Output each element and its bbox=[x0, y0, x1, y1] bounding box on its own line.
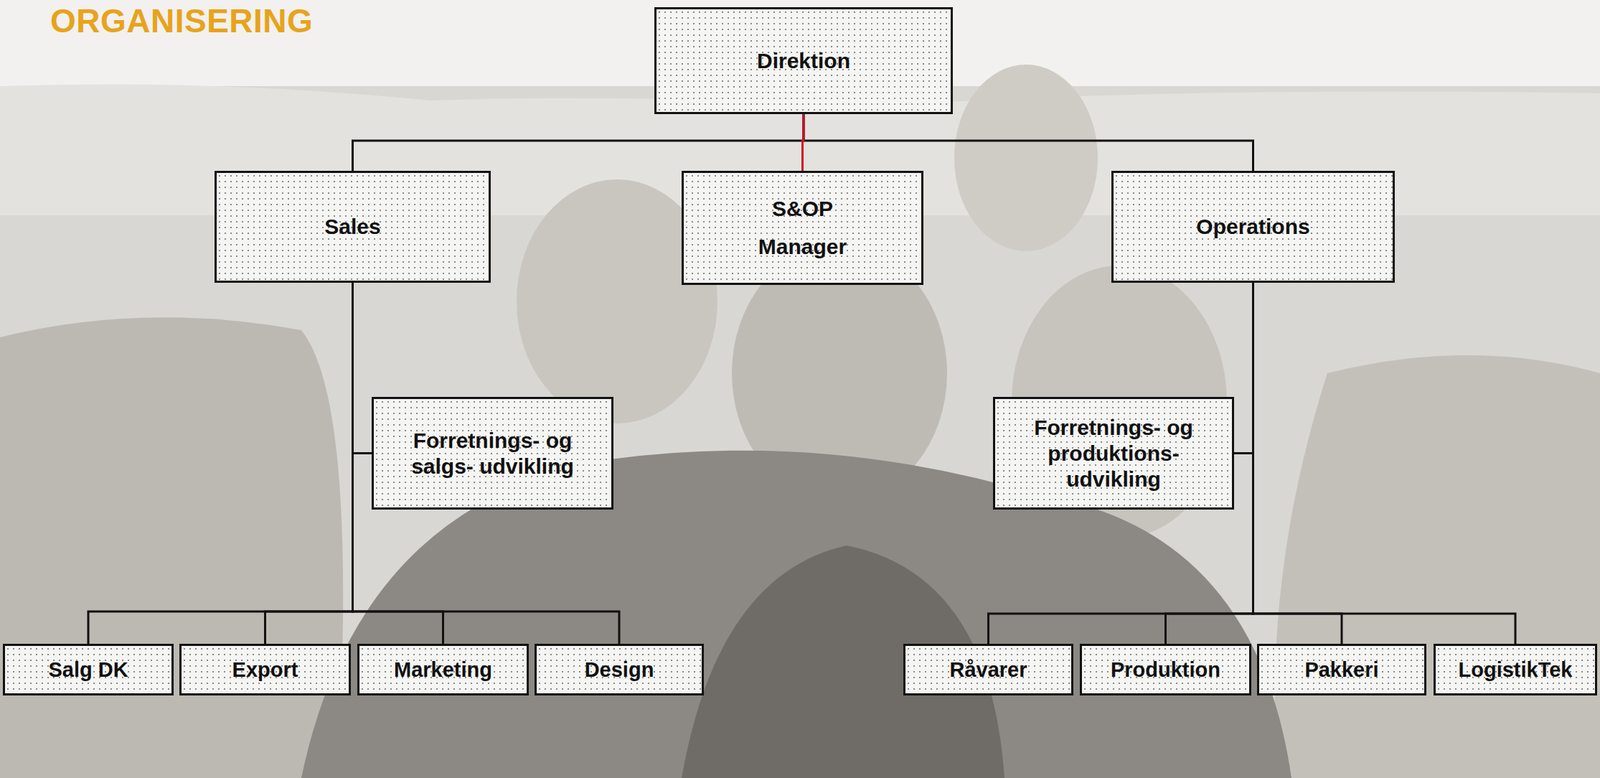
node-label: Sales bbox=[324, 213, 381, 240]
unit-box: Produktion bbox=[1079, 643, 1252, 696]
node-label: Forretnings- og salgs- udvikling bbox=[401, 427, 585, 480]
page-title: ORGANISERING bbox=[50, 1, 313, 41]
node-label: Salg DK bbox=[48, 657, 128, 683]
org-connector bbox=[988, 282, 1254, 644]
department-box: Operations bbox=[1111, 170, 1395, 283]
node-label: Produktion bbox=[1110, 657, 1221, 683]
manager-box: S&OP Manager bbox=[681, 170, 924, 285]
org-connector bbox=[803, 114, 1254, 171]
node-label: S&OP Manager bbox=[749, 190, 857, 266]
org-connector bbox=[802, 114, 805, 171]
unit-box: Salg DK bbox=[2, 643, 174, 696]
node-label: LogistikTek bbox=[1458, 657, 1573, 683]
org-connector bbox=[88, 282, 354, 644]
node-label: Operations bbox=[1196, 213, 1310, 240]
org-connector bbox=[1253, 282, 1343, 644]
node-label: Export bbox=[232, 657, 299, 683]
unit-box: Design bbox=[534, 643, 704, 696]
org-connector bbox=[353, 282, 373, 454]
node-label: Direktion bbox=[756, 48, 851, 74]
node-label: Design bbox=[584, 657, 655, 683]
department-box: Sales bbox=[214, 170, 491, 283]
org-connector bbox=[1253, 282, 1517, 644]
org-connector bbox=[265, 282, 354, 644]
org-connector bbox=[353, 282, 620, 644]
org-connector bbox=[1234, 282, 1254, 454]
executive-box: Direktion bbox=[654, 7, 953, 115]
node-label: Forretnings- og produktions- udvikling bbox=[1023, 414, 1204, 493]
node-label: Pakkeri bbox=[1304, 657, 1379, 683]
node-label: Marketing bbox=[393, 657, 493, 683]
unit-box: Export bbox=[179, 643, 351, 696]
node-label: Råvarer bbox=[949, 657, 1027, 683]
unit-box: Råvarer bbox=[903, 643, 1074, 696]
development-box: Forretnings- og salgs- udvikling bbox=[371, 396, 614, 510]
org-connector bbox=[353, 114, 805, 171]
development-box: Forretnings- og produktions- udvikling bbox=[993, 396, 1235, 510]
unit-box: LogistikTek bbox=[1433, 643, 1598, 696]
unit-box: Marketing bbox=[357, 643, 529, 696]
unit-box: Pakkeri bbox=[1257, 643, 1427, 696]
